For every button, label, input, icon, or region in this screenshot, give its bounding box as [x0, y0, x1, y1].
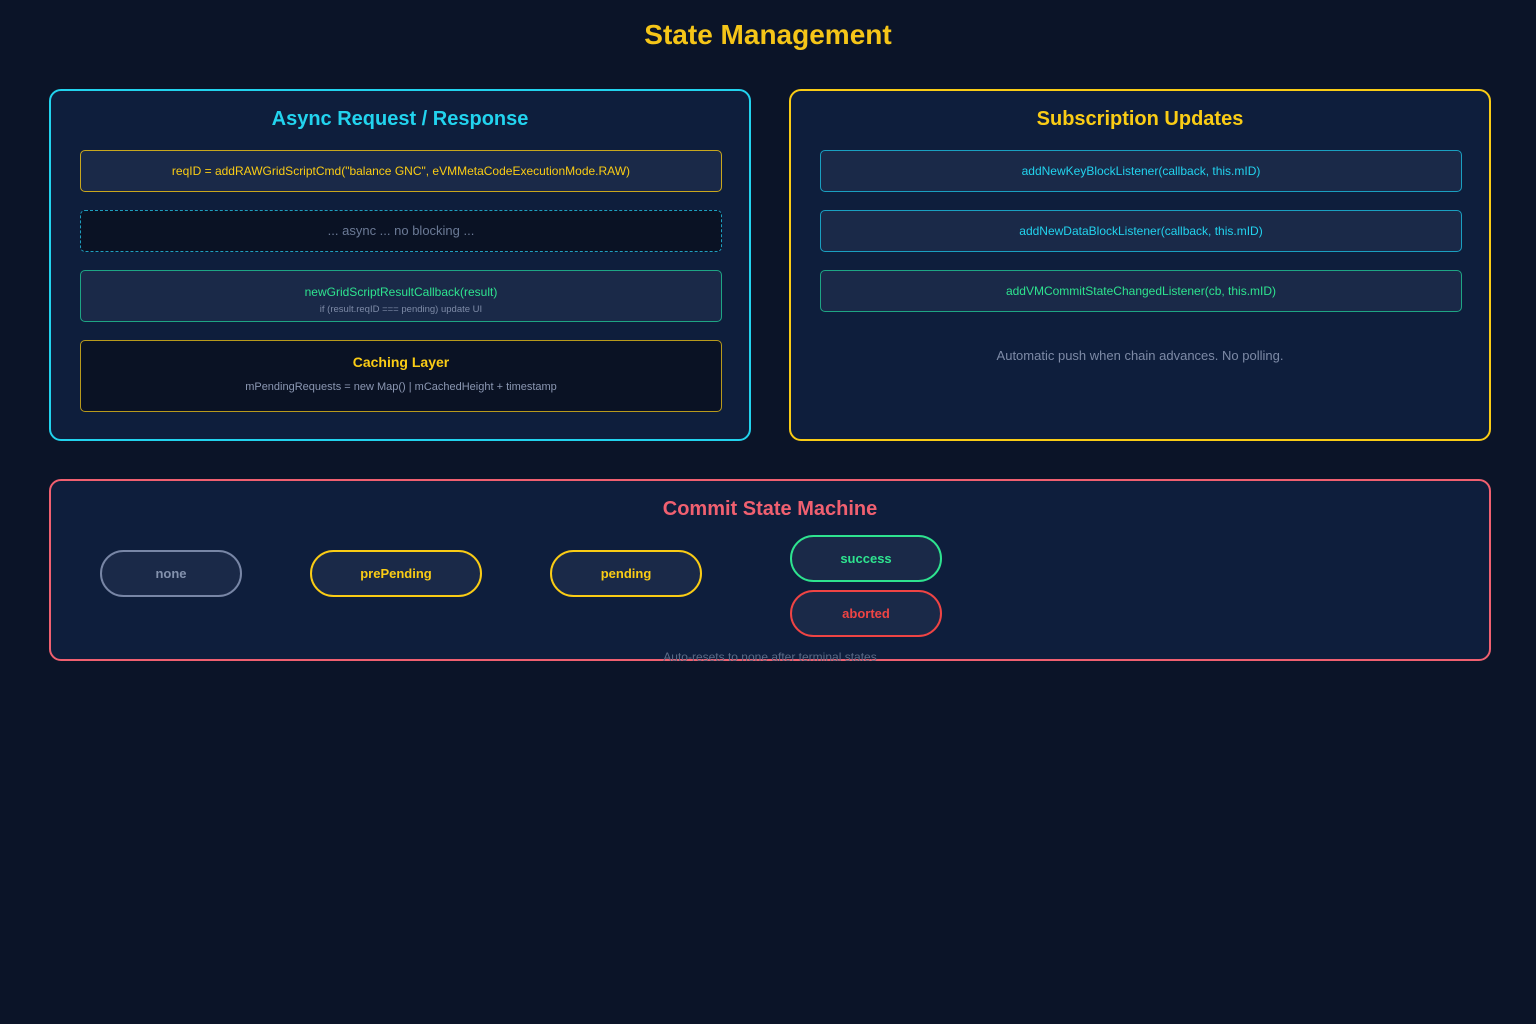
- result-callback-detail: if (result.reqID === pending) update UI: [319, 304, 483, 315]
- commit-state-listener-label: addVMCommitStateChangedListener(cb, this…: [1005, 284, 1277, 298]
- async-request-panel: Async Request / Response reqID = addRAWG…: [49, 89, 751, 441]
- commit-panel-title: Commit State Machine: [662, 498, 878, 520]
- async-note-label: ... async ... no blocking ...: [327, 223, 475, 238]
- page-title: State Management: [644, 19, 892, 50]
- data-block-listener-box: addNewDataBlockListener(callback, this.m…: [820, 210, 1462, 252]
- request-call-label: reqID = addRAWGridScriptCmd("balance GNC…: [171, 164, 631, 178]
- caching-layer-detail: mPendingRequests = new Map() | mCachedHe…: [245, 381, 557, 393]
- key-block-listener-box: addNewKeyBlockListener(callback, this.mI…: [820, 150, 1462, 192]
- state-none: none: [100, 550, 242, 597]
- commit-state-machine-panel: Commit State Machine none prePending pen…: [49, 479, 1491, 664]
- state-prepending: prePending: [310, 550, 482, 597]
- commit-note: Auto-resets to none after terminal state…: [663, 650, 877, 664]
- request-call-box: reqID = addRAWGridScriptCmd("balance GNC…: [80, 150, 722, 192]
- subscription-updates-panel: Subscription Updates addNewKeyBlockListe…: [789, 89, 1491, 441]
- key-block-listener-label: addNewKeyBlockListener(callback, this.mI…: [1021, 164, 1261, 178]
- result-callback-box: newGridScriptResultCallback(result) if (…: [80, 270, 722, 322]
- state-pending: pending: [550, 550, 702, 597]
- async-panel-title: Async Request / Response: [271, 108, 529, 130]
- state-success: success: [790, 535, 942, 582]
- subscription-panel-title: Subscription Updates: [1036, 108, 1244, 130]
- async-note-box: ... async ... no blocking ...: [80, 210, 722, 252]
- caching-layer-box: Caching Layer mPendingRequests = new Map…: [80, 340, 722, 412]
- commit-state-listener-box: addVMCommitStateChangedListener(cb, this…: [820, 270, 1462, 312]
- subscription-note: Automatic push when chain advances. No p…: [996, 348, 1284, 363]
- data-block-listener-label: addNewDataBlockListener(callback, this.m…: [1019, 224, 1263, 238]
- result-callback-label: newGridScriptResultCallback(result): [304, 285, 498, 299]
- state-aborted: aborted: [790, 590, 942, 637]
- caching-layer-title: Caching Layer: [352, 354, 450, 370]
